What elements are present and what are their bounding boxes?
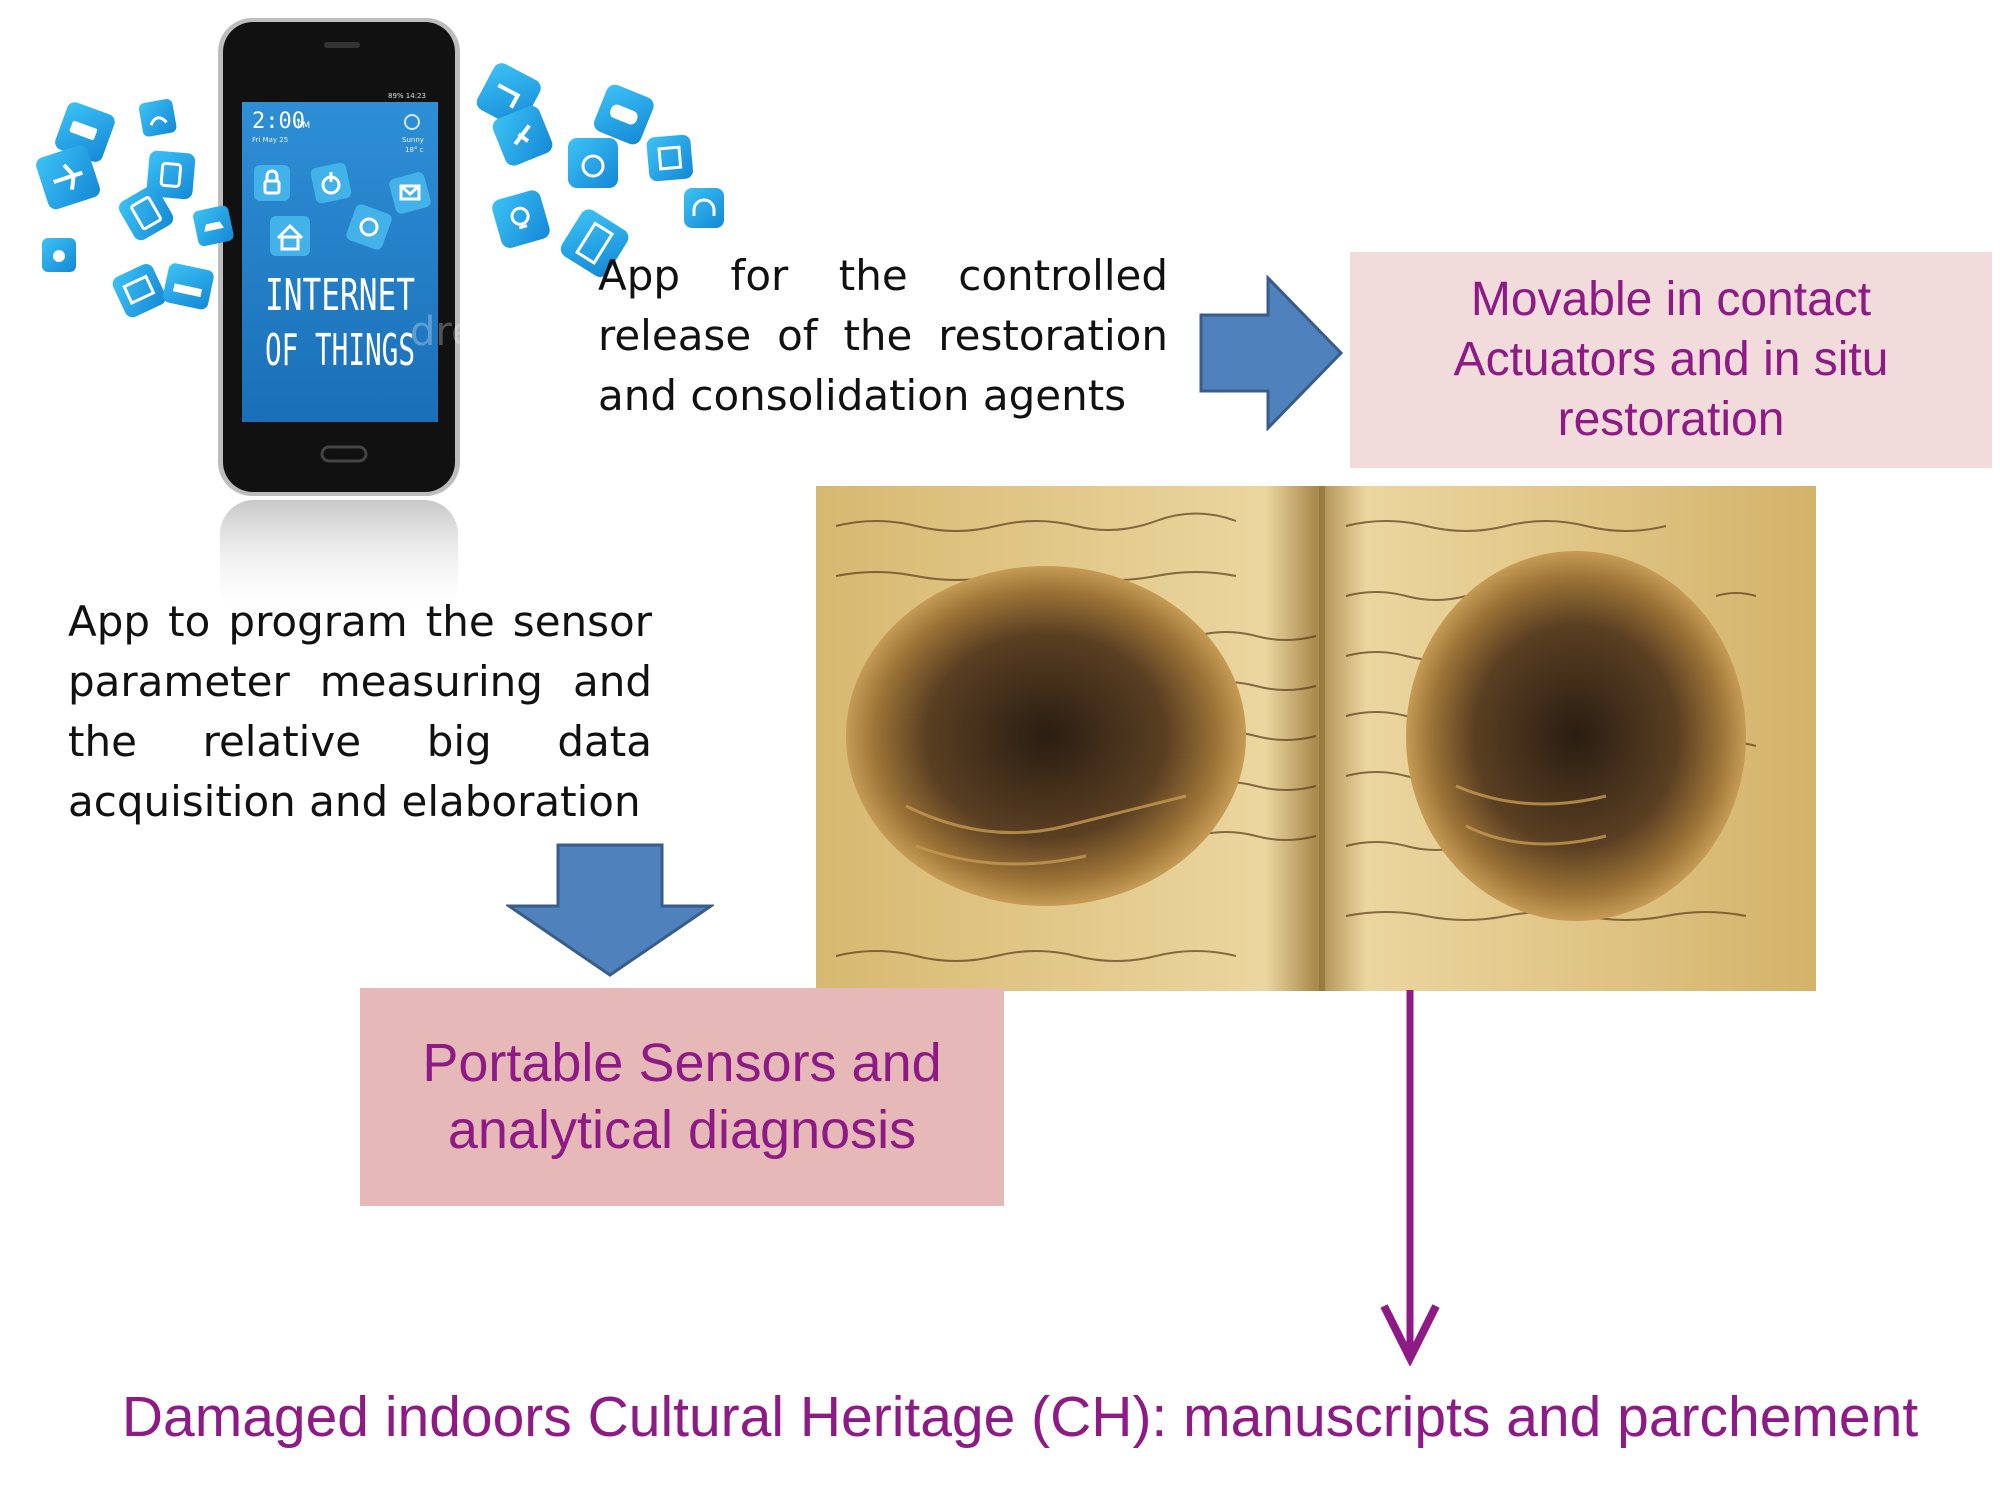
iot-illustration: 2:00 PM Fri May 25 89% 14:23 Sunny 18° c…	[20, 10, 740, 620]
smartphone: 2:00 PM Fri May 25 89% 14:23 Sunny 18° c…	[218, 18, 663, 496]
text-app-program: App to program the sensor parameter meas…	[68, 592, 652, 832]
text-app-program-content: App to program the sensor parameter meas…	[68, 597, 652, 826]
washer-icon	[568, 138, 618, 188]
phone-time: 2:00	[252, 109, 305, 134]
tv-icon	[112, 264, 166, 318]
text-app-release: App for the controlled release of the re…	[598, 246, 1168, 426]
box-sensors-line2: analytical diagnosis	[447, 1100, 917, 1160]
speaker-icon	[646, 134, 694, 182]
manuscript-hole-right	[1406, 551, 1746, 921]
block-arrow-right-svg	[1199, 274, 1344, 432]
box-actuators-line2: Actuators and in situ	[1453, 333, 1889, 386]
line-arrow-down-svg	[1380, 990, 1440, 1367]
power-icon	[310, 162, 352, 204]
settings-icon	[346, 204, 392, 250]
tablet-icon	[118, 185, 174, 241]
phone-ampm: PM	[297, 121, 310, 131]
line-arrow-down	[1380, 990, 1440, 1367]
damaged-manuscript-image	[816, 486, 1816, 991]
fridge-icon	[560, 209, 629, 278]
block-arrow-down-svg	[504, 843, 716, 977]
iot-illustration-svg: 2:00 PM Fri May 25 89% 14:23 Sunny 18° c…	[36, 18, 724, 620]
floating-icons-left	[36, 99, 234, 318]
phone-title-line2: OF THINGS	[265, 325, 415, 376]
caption: Damaged indoors Cultural Heritage (CH): …	[100, 1384, 1940, 1450]
box-actuators-line3: restoration	[1557, 393, 1785, 446]
sun-icon	[404, 114, 420, 130]
router-icon	[162, 263, 214, 310]
phone-status: 89% 14:23	[388, 92, 426, 100]
phone-date: Fri May 25	[252, 136, 288, 144]
headphones-icon	[684, 188, 724, 228]
smartwatch-icon	[146, 150, 196, 200]
phone-weather: Sunny	[402, 136, 424, 144]
phone-reflection	[220, 500, 458, 620]
box-actuators: Movable in contact Actuators and in situ…	[1350, 252, 1992, 468]
bulb-icon	[492, 190, 550, 248]
box-sensors: Portable Sensors and analytical diagnosi…	[360, 988, 1004, 1206]
lock-icon	[254, 165, 290, 201]
box-actuators-line1: Movable in contact	[1470, 273, 1872, 326]
floating-icons-right	[476, 63, 724, 278]
box-sensors-line1: Portable Sensors and	[422, 1033, 942, 1093]
manuscript-hole-left	[846, 566, 1246, 906]
watermark: dreamstime.	[410, 309, 663, 355]
damaged-manuscript-svg	[816, 486, 1816, 991]
block-arrow-down	[504, 842, 716, 978]
block-arrow-right	[1198, 274, 1344, 432]
text-app-release-content: App for the controlled release of the re…	[598, 251, 1168, 420]
phone-temperature: 18° c	[405, 146, 424, 154]
phone-title-line1: INTERNET	[265, 270, 415, 321]
caption-text: Damaged indoors Cultural Heritage (CH): …	[121, 1385, 1919, 1449]
